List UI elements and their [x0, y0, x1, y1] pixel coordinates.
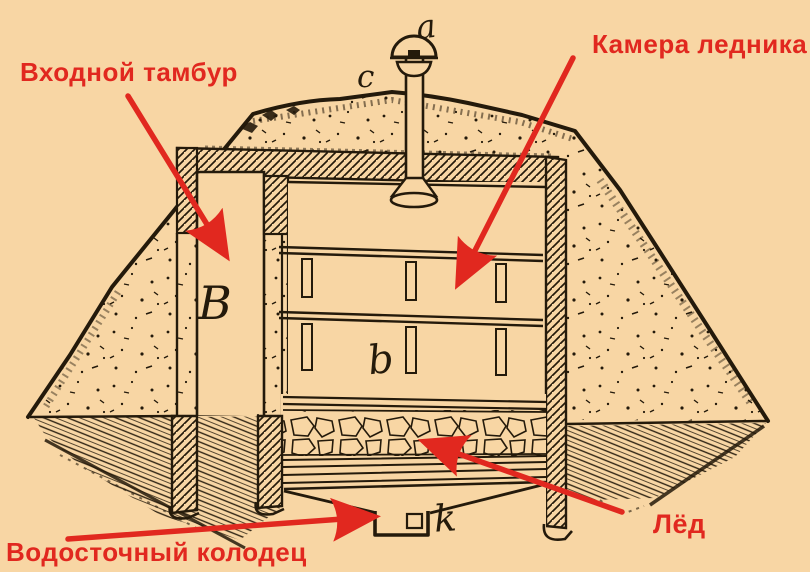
- mound-outline: [26, 90, 770, 423]
- vent-pipe: [389, 50, 439, 209]
- ice-layer: [283, 410, 546, 456]
- callout-chamber: Камера ледника: [592, 29, 808, 59]
- drain-well: [373, 511, 430, 537]
- floor-planks: [282, 455, 547, 484]
- underground-right: [566, 423, 766, 514]
- rock-chunks: [240, 106, 300, 133]
- arrow-ice: [417, 435, 625, 515]
- arrow-entrance: [125, 93, 230, 262]
- letter-vestibule: B: [198, 276, 232, 330]
- right-wall: [544, 155, 568, 530]
- letter-surface: c: [357, 59, 375, 95]
- letter-chamber: b: [365, 335, 396, 385]
- callout-ice: Лёд: [653, 509, 706, 539]
- vent-cap: [390, 34, 438, 78]
- shelves: [278, 245, 544, 376]
- arrow-chamber: [455, 55, 576, 290]
- callout-entrance: Входной тамбур: [20, 57, 238, 87]
- letter-drain-well: k: [432, 496, 458, 541]
- arrow-well: [65, 497, 381, 542]
- foundation-posts: [168, 414, 573, 541]
- callout-well: Водосточный колодец: [6, 537, 307, 567]
- partition-wall: [257, 174, 290, 416]
